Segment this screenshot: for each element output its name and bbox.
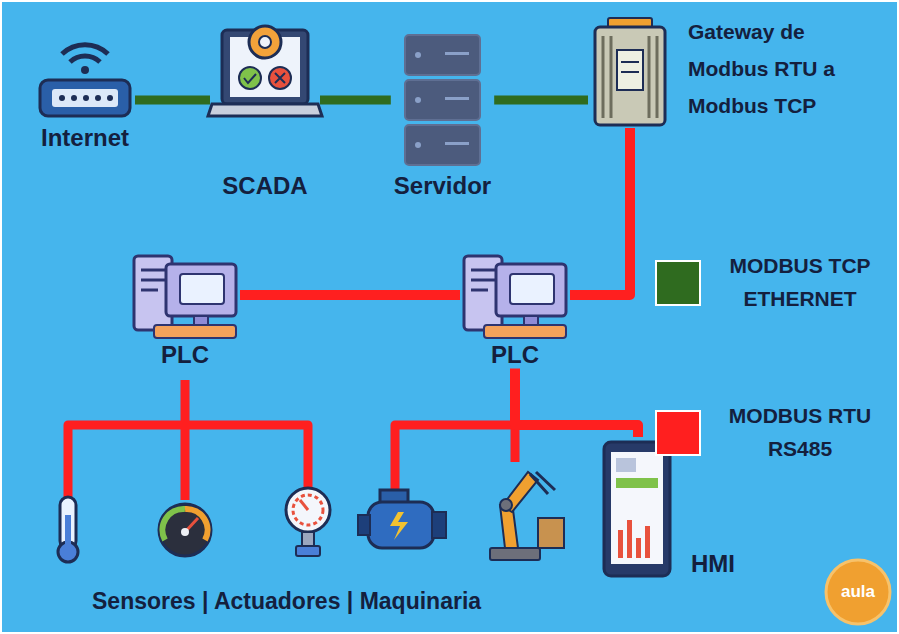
legend-item: MODBUS TCP ETHERNET (655, 250, 889, 315)
node-label: PLC (488, 341, 542, 369)
node-label: Gateway de Modbus RTU a Modbus TCP (685, 14, 871, 124)
node-label: SCADA (219, 172, 310, 200)
icon-space (210, 12, 320, 172)
legend-item: MODBUS RTU RS485 (655, 400, 889, 465)
tcp-ethernet-link (494, 96, 588, 105)
node-label: Internet (38, 124, 132, 152)
motor-icon (358, 490, 446, 548)
icon-space (395, 22, 490, 172)
logo-disc (826, 560, 890, 624)
node-label: HMI (688, 551, 738, 577)
server-node: Servidor (391, 22, 494, 200)
rs485-link (240, 290, 460, 300)
legend-swatch (655, 410, 701, 456)
plc-node: PLC (130, 245, 240, 369)
gateway-icon (595, 18, 665, 125)
node-label: Servidor (391, 172, 494, 200)
logo-watermark: aula (841, 582, 875, 602)
tcp-ethernet-link (135, 96, 210, 105)
node-label: PLC (158, 341, 212, 369)
bottom-caption: Sensores | Actuadores | Maquinaria (92, 588, 481, 615)
plc-icon (134, 256, 236, 338)
rs485-link (570, 128, 630, 295)
legend-text: MODBUS TCP ETHERNET (711, 250, 889, 315)
gauge-icon (159, 504, 211, 556)
hmi-node: HMI (600, 437, 738, 577)
gateway-node: Gateway de Modbus RTU a Modbus TCP (588, 14, 871, 128)
icon-space (130, 245, 240, 341)
tablet-icon (604, 442, 670, 576)
rs485-link (515, 369, 638, 437)
plc-node: PLC (460, 245, 570, 369)
thermometer-icon (58, 497, 78, 562)
tcp-ethernet-link (320, 96, 391, 105)
legend-swatch (655, 260, 701, 306)
laptop-icon (208, 26, 322, 116)
plc-icon (464, 256, 566, 338)
icon-space (600, 437, 676, 577)
robot-arm-icon (490, 472, 564, 560)
icon-space (588, 14, 673, 128)
scada-node: SCADA (210, 12, 320, 200)
server-icon (405, 35, 480, 165)
router-icon (40, 45, 130, 116)
rs485-wires (68, 380, 515, 500)
icon-space (35, 52, 135, 124)
pressure-gauge-icon (286, 488, 330, 556)
internet-node: Internet (35, 52, 135, 152)
legend-text: MODBUS RTU RS485 (711, 400, 889, 465)
icon-space (460, 245, 570, 341)
